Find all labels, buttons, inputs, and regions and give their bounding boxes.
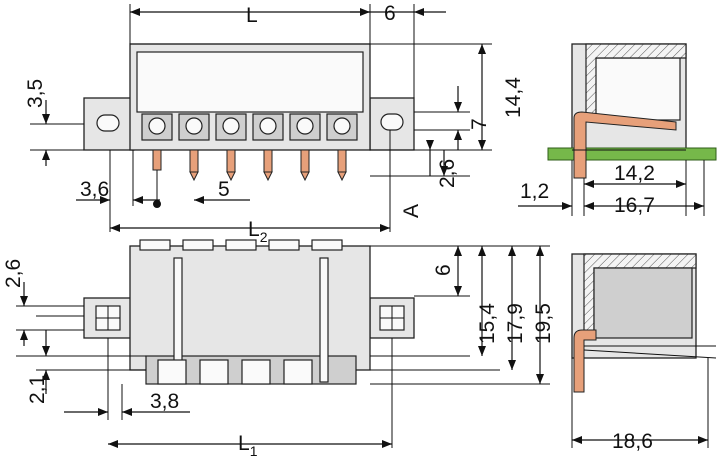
top-front-view: L 6 3,5 14,4 7 2,6 [24, 2, 525, 245]
dim-2-6-left: 2,6 [2, 259, 25, 288]
pcb [547, 147, 717, 161]
dim-14-2: 14,2 [614, 162, 655, 185]
dim-L2: L2 [248, 218, 268, 245]
bottom-side-view: 18,6 [571, 253, 717, 453]
dim-A: A [400, 204, 423, 218]
dim-16-7: 16,7 [614, 194, 655, 217]
dim-3-5: 3,5 [24, 79, 47, 108]
dim-17-9: 17,9 [504, 303, 527, 344]
dim-2-6-right: 2,6 [436, 159, 459, 188]
dim-1-2: 1,2 [520, 180, 549, 203]
side-pin [573, 111, 677, 179]
dim-L1: L1 [238, 432, 258, 459]
dim-3-8: 3,8 [150, 390, 179, 413]
dim-15-4: 15,4 [476, 303, 499, 344]
dim-6-top: 6 [384, 2, 396, 25]
dim-L2-main: L [248, 218, 260, 241]
dim-L2-sub: 2 [260, 229, 268, 245]
bottom-side-pin [573, 329, 597, 393]
dim-7: 7 [468, 118, 491, 130]
bottom-front-view: 6 15,4 17,9 19,5 2,6 2,1 [2, 239, 555, 459]
bottom-latches [139, 239, 343, 385]
dim-L1-sub: 1 [250, 443, 258, 459]
dim-L: L [246, 4, 258, 27]
dim-2-1: 2,1 [26, 375, 49, 404]
dim-L1-main: L [238, 432, 250, 455]
left-flange-slot [96, 114, 120, 132]
dim-6-side: 6 [432, 264, 455, 276]
dim-3-6: 3,6 [80, 178, 109, 201]
dim-18-6: 18,6 [612, 430, 653, 453]
housing-window [136, 51, 364, 113]
clamp-row [141, 113, 358, 141]
pin-row [152, 149, 347, 208]
right-flange-slot [380, 113, 404, 131]
bottom-housing [129, 245, 371, 371]
dim-19-5: 19,5 [532, 303, 555, 344]
dim-5: 5 [218, 178, 230, 201]
top-side-view: 1,2 14,2 16,7 [518, 43, 717, 217]
dim-14-4: 14,4 [502, 77, 525, 118]
